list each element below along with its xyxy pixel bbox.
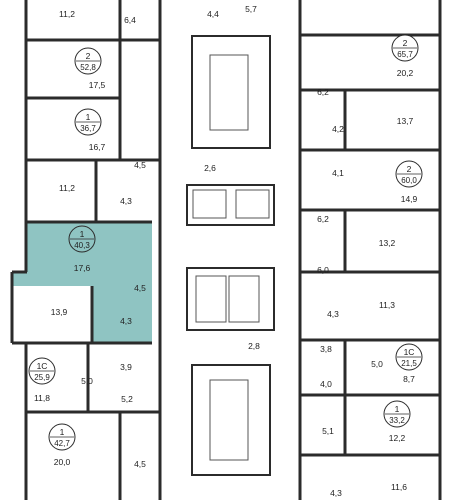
apartment-rooms: 2	[407, 164, 412, 174]
room-area-label: 11,6	[391, 482, 407, 492]
room-area-label: 16,7	[89, 142, 106, 152]
apartment-area: 25,9	[34, 373, 50, 382]
apartment-badge[interactable]: 1 33,2	[383, 400, 411, 428]
room-area-label: 4,3	[120, 316, 132, 326]
room-area-label: 3,8	[320, 344, 332, 354]
room-area-label: 2,6	[204, 163, 216, 173]
apartment-badge[interactable]: 1 40,3	[68, 225, 96, 253]
upper-stair-core	[191, 35, 271, 149]
apartment-area: 21,5	[401, 359, 417, 368]
room-area-label: 17,5	[89, 80, 106, 90]
room-area-label: 20,2	[397, 68, 414, 78]
elevator-3	[195, 275, 227, 323]
room-area-label: 4,1	[332, 168, 344, 178]
apartment-area: 52,8	[80, 63, 96, 72]
room-area-label: 5,1	[322, 426, 334, 436]
lower-stair-flight	[209, 379, 249, 461]
apartment-rooms: 1С	[404, 347, 415, 357]
room-area-label: 5,7	[245, 4, 257, 14]
apartment-badge[interactable]: 2 60,0	[395, 160, 423, 188]
room-area-label: 6,0	[317, 265, 329, 275]
apartment-area: 36,7	[80, 124, 96, 133]
room-area-label: 4,5	[134, 283, 146, 293]
apartment-badge[interactable]: 2 52,8	[74, 47, 102, 75]
room-area-label: 11,2	[59, 183, 75, 193]
apartment-rooms: 2	[86, 51, 91, 61]
room-area-label: 5,2	[121, 394, 133, 404]
room-area-label: 11,2	[59, 9, 75, 19]
room-area-label: 6,2	[317, 87, 329, 97]
room-area-label: 4,0	[320, 379, 332, 389]
room-area-label: 4,3	[120, 196, 132, 206]
right-block-walls	[298, 0, 442, 500]
upper-stair-flight	[209, 54, 249, 131]
left-block-walls	[10, 0, 162, 500]
lower-elevator-hall	[186, 267, 275, 331]
room-area-label: 11,8	[34, 393, 50, 403]
room-area-label: 4,2	[332, 124, 344, 134]
apartment-badges: 2 52,8 1 36,7 1 40,3 1С 25,9	[28, 34, 423, 451]
apartment-rooms: 1	[60, 427, 65, 437]
room-area-label: 11,3	[379, 300, 395, 310]
apartment-area: 33,2	[389, 416, 405, 425]
room-area-label: 13,7	[397, 116, 414, 126]
room-area-label: 3,9	[120, 362, 132, 372]
room-area-label: 20,0	[54, 457, 71, 467]
apartment-area: 40,3	[74, 241, 90, 250]
apartment-rooms: 1	[395, 404, 400, 414]
apartment-area: 42,7	[54, 439, 70, 448]
highlighted-apartment[interactable]	[12, 222, 152, 343]
room-area-label: 5,0	[371, 359, 383, 369]
room-area-label: 4,4	[207, 9, 219, 19]
room-area-label: 13,9	[51, 307, 68, 317]
apartment-rooms: 1	[80, 229, 85, 239]
room-area-label: 17,6	[74, 263, 91, 273]
elevator-2	[235, 189, 270, 219]
apartment-badge[interactable]: 2 65,7	[391, 34, 419, 62]
room-area-label: 2,8	[248, 341, 260, 351]
room-area-label: 6,2	[317, 214, 329, 224]
upper-elevator-hall	[186, 184, 275, 226]
elevator-1	[192, 189, 227, 219]
room-area-labels: 11,2 6,4 17,5 16,7 4,5 11,2 4,3 17,6 4,5…	[34, 4, 418, 498]
room-area-label: 4,5	[134, 459, 146, 469]
room-area-label: 4,3	[327, 309, 339, 319]
apartment-rooms: 1	[86, 112, 91, 122]
room-area-label: 12,2	[389, 433, 406, 443]
apartment-area: 60,0	[401, 176, 417, 185]
room-area-label: 4,5	[134, 160, 146, 170]
room-area-label: 5,0	[81, 376, 93, 386]
apartment-badge[interactable]: 1 42,7	[48, 423, 76, 451]
apartment-badge[interactable]: 1С 21,5	[395, 343, 423, 371]
apartment-area: 65,7	[397, 50, 413, 59]
apartment-rooms: 1С	[37, 361, 48, 371]
room-area-label: 6,4	[124, 15, 136, 25]
room-area-label: 8,7	[403, 374, 415, 384]
elevator-4	[228, 275, 260, 323]
apartment-badge[interactable]: 1С 25,9	[28, 357, 56, 385]
central-core	[186, 35, 275, 476]
room-area-label: 14,9	[401, 194, 418, 204]
lower-stair-core	[191, 364, 271, 476]
highlighted-apartment-shape	[12, 222, 152, 343]
room-area-label: 4,3	[330, 488, 342, 498]
apartment-badge[interactable]: 1 36,7	[74, 108, 102, 136]
room-area-label: 13,2	[379, 238, 396, 248]
apartment-rooms: 2	[403, 38, 408, 48]
